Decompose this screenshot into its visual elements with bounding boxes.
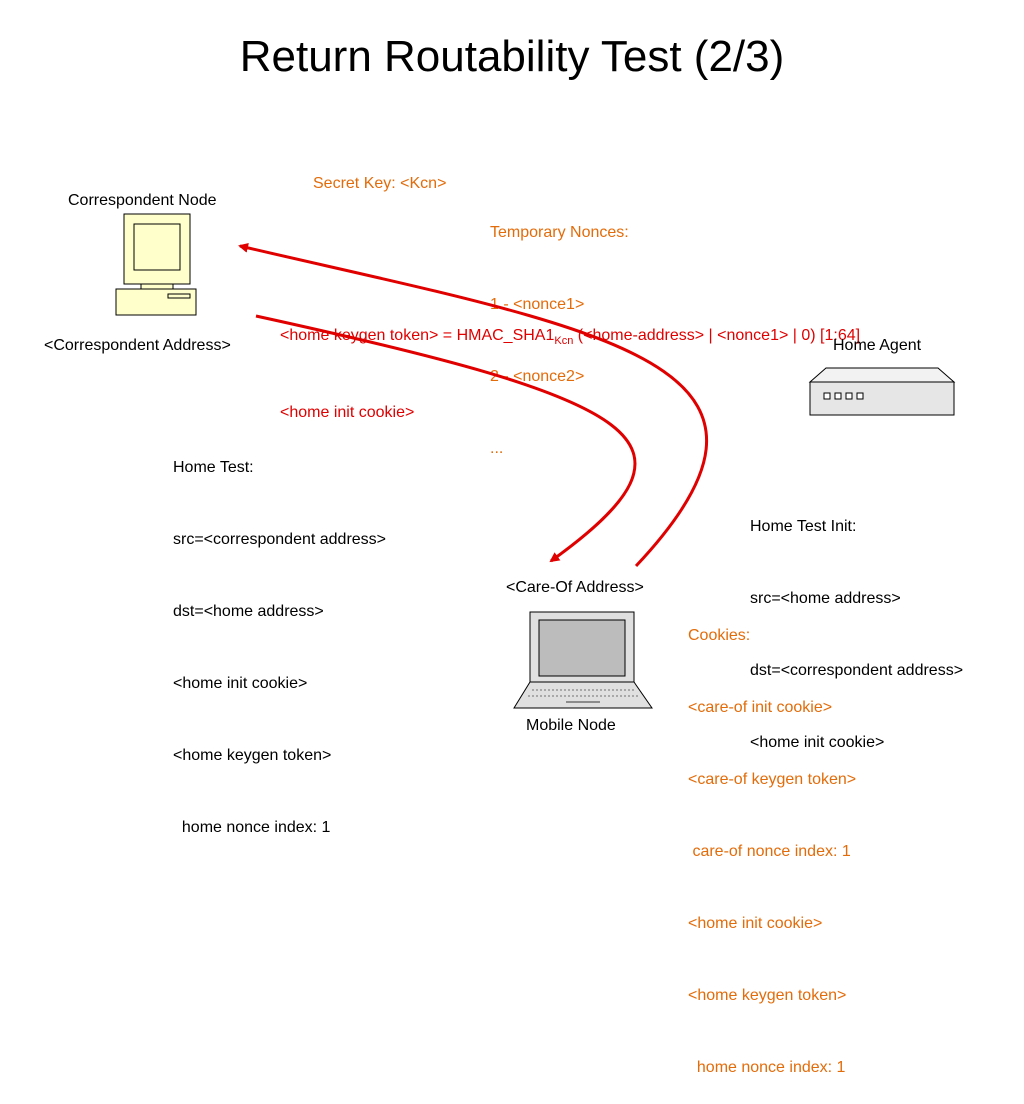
cookies-line: <home keygen token>: [688, 987, 847, 1004]
home-test-init-line: <home init cookie>: [750, 734, 885, 751]
slide-title: Return Routability Test (2/3): [239, 32, 785, 81]
cookies-line: <care-of keygen token>: [688, 771, 857, 788]
nonces-line: ...: [490, 440, 504, 457]
mobile-node-label: Mobile Node: [526, 717, 616, 734]
home-agent-label: Home Agent: [833, 337, 922, 354]
home-test-line: Home Test:: [173, 459, 254, 476]
desktop-computer-icon: [115, 213, 197, 316]
temporary-nonces-block: Temporary Nonces: 1 - <nonce1> 2 - <nonc…: [490, 173, 629, 485]
correspondent-address-label: <Correspondent Address>: [44, 337, 231, 354]
formula-subscript: Kcn: [554, 335, 574, 348]
care-of-address-label: <Care-Of Address>: [506, 579, 644, 596]
slide: { "title": "Return Routability Test (2/3…: [44, 32, 964, 1076]
formula-line-2: <home init cookie>: [280, 404, 415, 422]
laptop-icon: [513, 611, 653, 709]
keygen-formula: <home keygen token> = HMAC_SHA1Kcn (<hom…: [280, 276, 860, 449]
diagram-graphics: [115, 213, 956, 709]
home-test-line: <home init cookie>: [173, 675, 308, 692]
home-test-init-arrow: [238, 242, 708, 568]
home-test-block: Home Test: src=<correspondent address> d…: [173, 408, 386, 864]
nonces-line: Temporary Nonces:: [490, 224, 629, 241]
cookies-line: <home init cookie>: [688, 915, 823, 932]
cookies-line: <care-of init cookie>: [688, 699, 833, 716]
cookies-line: care-of nonce index: 1: [688, 843, 851, 860]
home-test-init-line: dst=<correspondent address>: [750, 662, 964, 679]
secret-key-label: Secret Key: <Kcn>: [313, 175, 447, 192]
formula-line-1: <home keygen token> = HMAC_SHA1Kcn (<hom…: [280, 324, 860, 353]
home-test-init-line: Home Test Init:: [750, 518, 857, 535]
formula-prefix: <home keygen token> = HMAC_SHA1: [280, 327, 555, 344]
home-test-line: dst=<home address>: [173, 603, 324, 620]
home-test-line: src=<correspondent address>: [173, 531, 387, 548]
home-test-line: home nonce index: 1: [173, 819, 331, 836]
home-test-init-block: Home Test Init: src=<home address> dst=<…: [750, 467, 963, 779]
home-test-init-line: src=<home address>: [750, 590, 901, 607]
nonces-line: 1 - <nonce1>: [490, 296, 585, 313]
correspondent-node-label: Correspondent Node: [68, 192, 217, 209]
formula-suffix: (<home-address> | <nonce1> | 0) [1:64]: [573, 327, 861, 344]
home-test-arrow: [255, 314, 637, 563]
home-test-line: <home keygen token>: [173, 747, 332, 764]
cookies-line: Cookies:: [688, 627, 751, 644]
nonces-line: 2 - <nonce2>: [490, 368, 585, 385]
cookies-line: home nonce index: 1: [688, 1059, 846, 1076]
router-icon: [808, 367, 956, 416]
